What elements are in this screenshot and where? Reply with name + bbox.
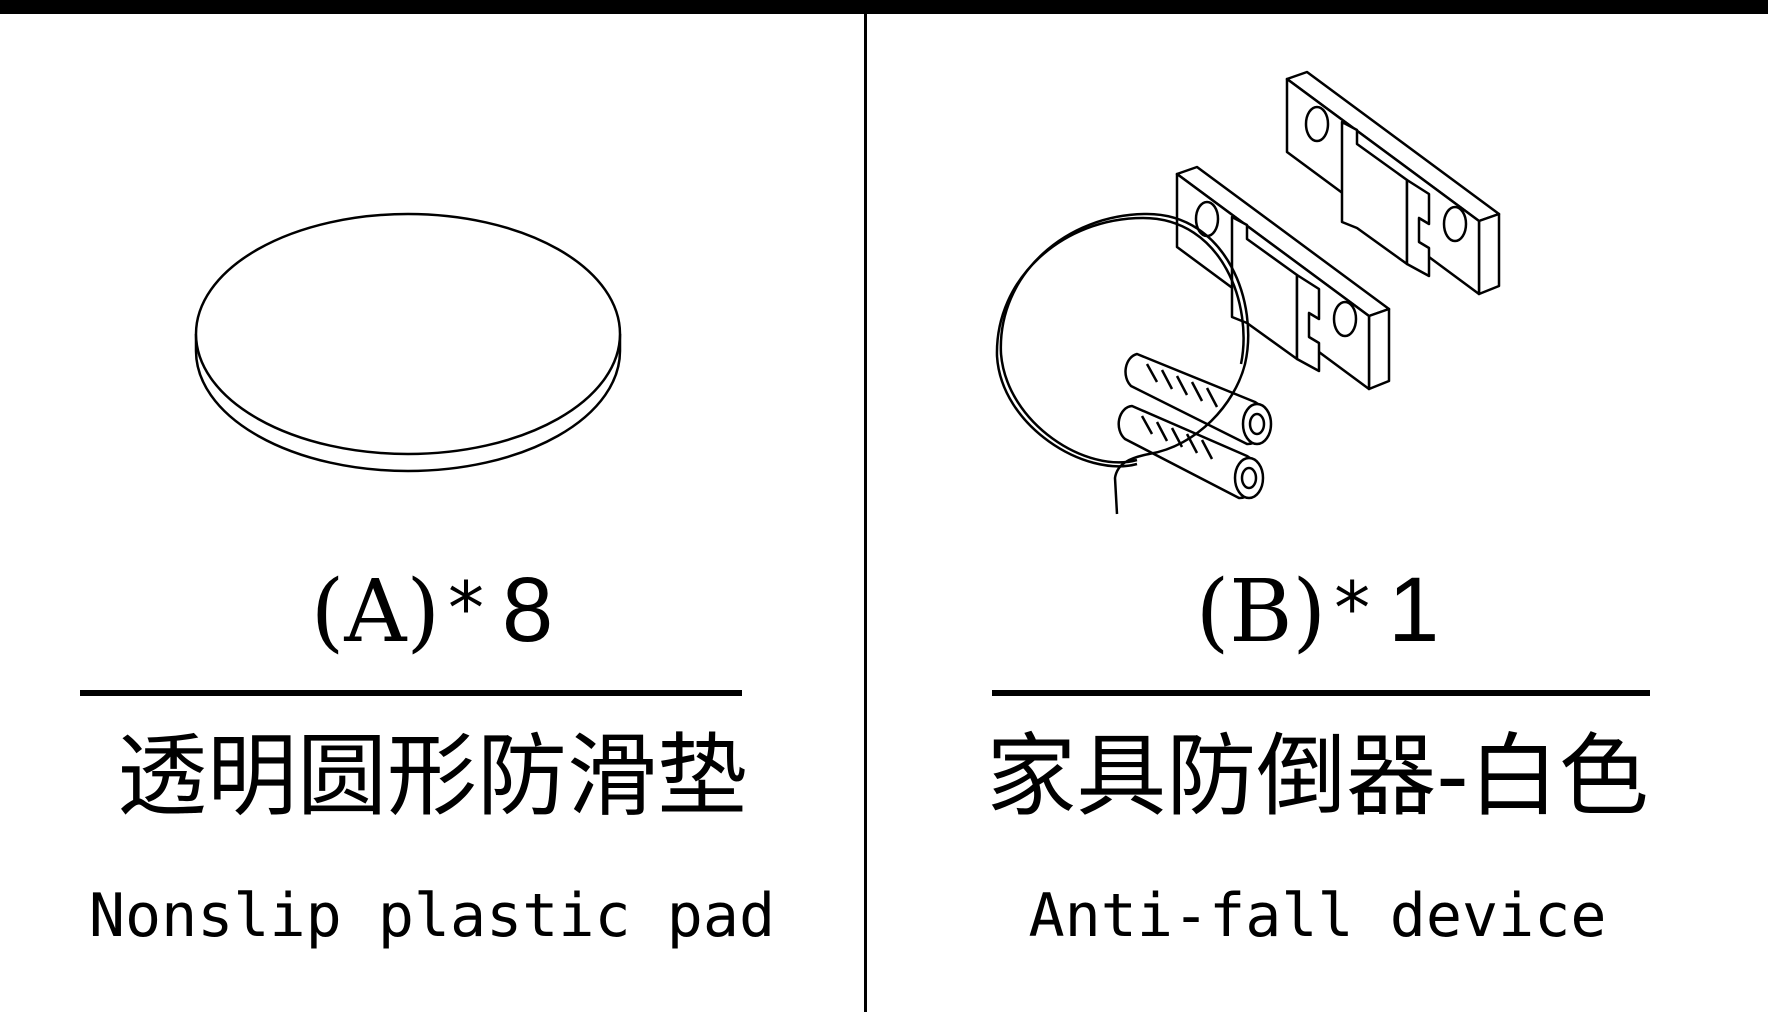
part-a-count: 8: [502, 559, 554, 661]
part-b-name-cn: 家具防倒器-白色: [986, 724, 1649, 829]
part-b-code: (B): [1195, 562, 1327, 662]
anti-fall-kit-illustration: [995, 70, 1501, 515]
part-b-multiply-sign: *: [1334, 566, 1371, 650]
part-b-panel: (B)*1 家具防倒器-白色 Anti-fall device: [867, 14, 1768, 1012]
part-b-quantity: (B)*1: [867, 564, 1768, 656]
panel-divider: [864, 14, 867, 1012]
wall-bracket-icon: [1285, 70, 1501, 296]
part-a-multiply-sign: *: [448, 566, 485, 650]
wall-anchor-icon: [1117, 404, 1265, 500]
part-a-panel: (A)*8 透明圆形防滑垫 Nonslip plastic pad: [0, 14, 864, 1012]
furniture-bracket-icon: [1175, 165, 1391, 391]
round-pad-illustration: [194, 212, 622, 473]
part-b-name-en: Anti-fall device: [1028, 881, 1607, 951]
part-b-underline: [992, 690, 1650, 696]
part-a-underline: [80, 690, 742, 696]
steel-wire-icon: [995, 212, 1250, 515]
part-a-quantity: (A)*8: [0, 564, 864, 656]
part-a-name-en: Nonslip plastic pad: [88, 881, 776, 951]
top-border-rule: [0, 0, 1768, 14]
part-b-count: 1: [1388, 559, 1440, 661]
part-a-code: (A): [310, 562, 441, 662]
wall-anchor-icon: [1124, 352, 1273, 446]
part-a-name-cn: 透明圆形防滑垫: [117, 724, 747, 829]
